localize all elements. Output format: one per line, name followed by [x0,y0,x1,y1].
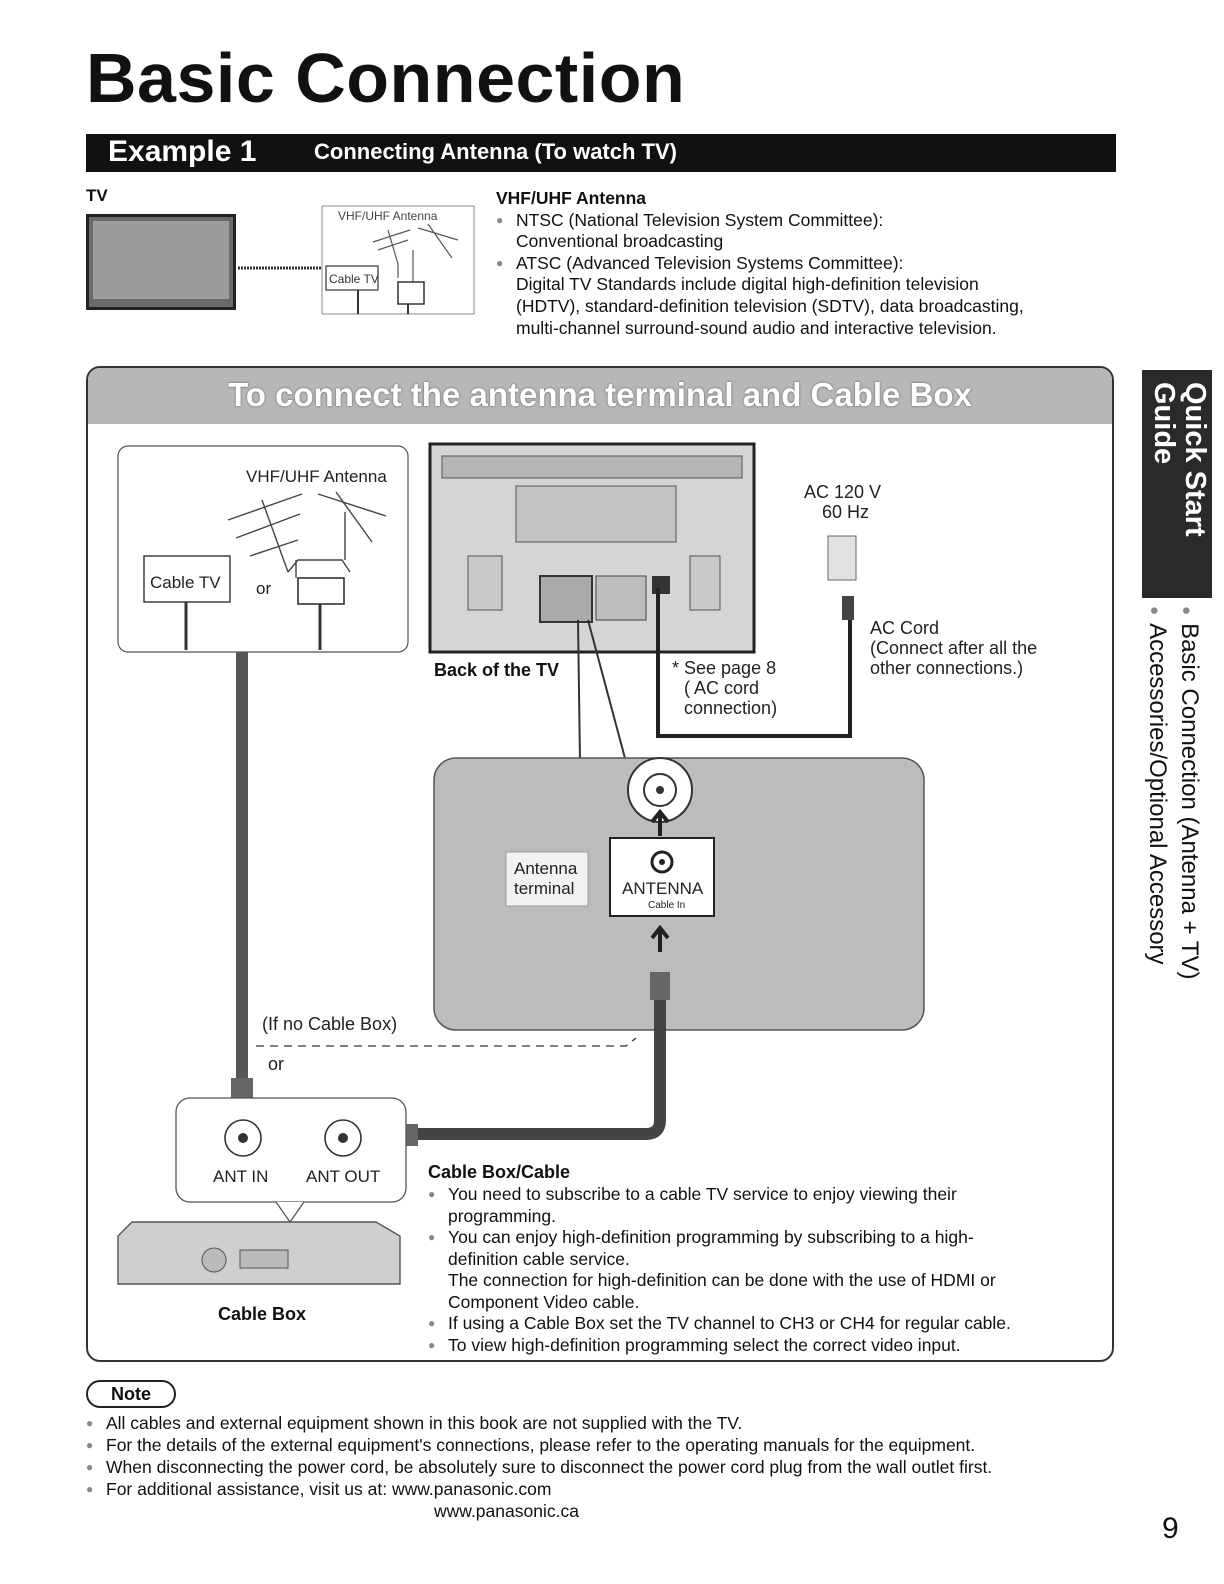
page-number: 9 [1162,1512,1179,1545]
antenna-icon [227,491,387,578]
cable-info-line: definition cable service. [448,1248,630,1269]
page-title: Basic Connection [86,39,686,117]
example-bar: Example 1 Connecting Antenna (To watch T… [86,134,1116,172]
antenna-jack-sub: Cable In [648,900,685,911]
note-url-secondary[interactable]: www.panasonic.ca [434,1501,579,1521]
cable-info-item: You need to subscribe to a cable TV serv… [428,1184,1108,1206]
tv-label: TV [86,186,108,205]
antenna-label: VHF/UHF Antenna [246,467,387,486]
ac-cord-line2: other connections.) [870,658,1023,678]
note-item: For the details of the external equipmen… [86,1434,1126,1456]
cable-info-item: To view high-definition programming sele… [428,1335,1108,1357]
ac-cord-line1: (Connect after all the [870,638,1037,658]
note-badge: Note [86,1380,176,1408]
back-of-tv-label: Back of the TV [434,660,559,680]
note-item: All cables and external equipment shown … [86,1412,1126,1434]
quick-start-line2: Guide [1148,382,1180,465]
small-antenna-label: VHF/UHF Antenna [338,209,438,223]
note-list: All cables and external equipment shown … [86,1412,1126,1522]
see-page-line2: ( AC cord [684,678,759,698]
bypass-dashed-line [256,1037,637,1047]
cable-info-line: programming. [448,1205,556,1226]
antenna-info-line: Digital TV Standards include digital hig… [516,274,979,295]
ac-cord-title: AC Cord [870,618,939,638]
ant-in-label: ANT IN [213,1167,268,1186]
small-antenna-diagram: VHF/UHF Antenna Cable TV [238,205,475,315]
ac-voltage: AC 120 V [804,482,881,502]
antenna-terminal-box [505,851,589,907]
see-page-line3: connection) [684,698,777,718]
cable-info-item: You can enjoy high-definition programmin… [428,1227,1108,1249]
tv-illustration [86,214,236,310]
cable-info-line: The connection for high-definition can b… [448,1270,996,1290]
quick-start-line1: Quick Start [1179,382,1211,537]
antenna-jack-label: ANTENNA [622,879,704,898]
side-nav: ●Basic Connection (Antenna + TV) ●Access… [1142,606,1212,1026]
antenna-terminal-line2: terminal [514,879,574,898]
ac-frequency: 60 Hz [822,502,869,522]
side-nav-item[interactable]: ●Accessories/Optional Accessory [1144,606,1171,965]
antenna-info-heading: VHF/UHF Antenna [496,188,647,208]
antenna-info-line: (HDTV), standard-definition television (… [516,295,1024,316]
cable-info-line: Component Video cable. [448,1291,640,1312]
connection-panel-title: To connect the antenna terminal and Cabl… [228,376,972,413]
cable-info-list: You need to subscribe to a cable TV serv… [428,1184,1108,1356]
see-page-line1: * See page 8 [672,658,776,678]
ac-cord [656,588,852,738]
no-cable-box-label: (If no Cable Box) [262,1014,397,1034]
bypass-or-label: or [268,1054,284,1074]
quick-start-tab[interactable] [1142,370,1212,598]
cable-info-heading: Cable Box/Cable [428,1162,571,1182]
small-cable-tv-label: Cable TV [329,272,379,286]
cable-info-item: If using a Cable Box set the TV channel … [428,1313,1108,1335]
quick-start-tab-label: Quick Start Guide [1146,382,1211,592]
antenna-cable [236,652,248,1090]
note-item: When disconnecting the power cord, be ab… [86,1456,1126,1478]
cable-tv-label: Cable TV [150,573,221,592]
side-nav-item[interactable]: ●Basic Connection (Antenna + TV) [1176,606,1203,980]
side-nav-basic-connection: Basic Connection (Antenna + TV) [1176,623,1203,980]
cable-box-label: Cable Box [218,1304,306,1324]
wall-outlet [827,535,857,581]
antenna-info-line: multi-channel surround-sound audio and i… [516,317,997,338]
connection-panel-header [88,368,1112,424]
example-number: Example 1 [108,135,257,168]
ant-out-label: ANT OUT [306,1167,380,1186]
antenna-info: VHF/UHF Antenna NTSC (National Televisio… [496,188,1116,339]
antenna-or-label: or [256,579,271,598]
cable-tv-box [143,555,231,603]
coax-cable-to-tv [406,980,666,1140]
antenna-terminal-line1: Antenna [514,859,578,878]
side-nav-accessories: Accessories/Optional Accessory [1144,623,1171,965]
antenna-info-item: ATSC (Advanced Television Systems Commit… [496,253,1116,275]
example-title: Connecting Antenna (To watch TV) [314,139,677,164]
cable-box-callout [175,1097,407,1203]
antenna-adapter-box [297,577,345,605]
antenna-info-item: NTSC (National Television System Committ… [496,210,1116,232]
antenna-info-line: Conventional broadcasting [516,231,724,252]
note-item: For additional assistance, visit us at: … [86,1478,1126,1500]
